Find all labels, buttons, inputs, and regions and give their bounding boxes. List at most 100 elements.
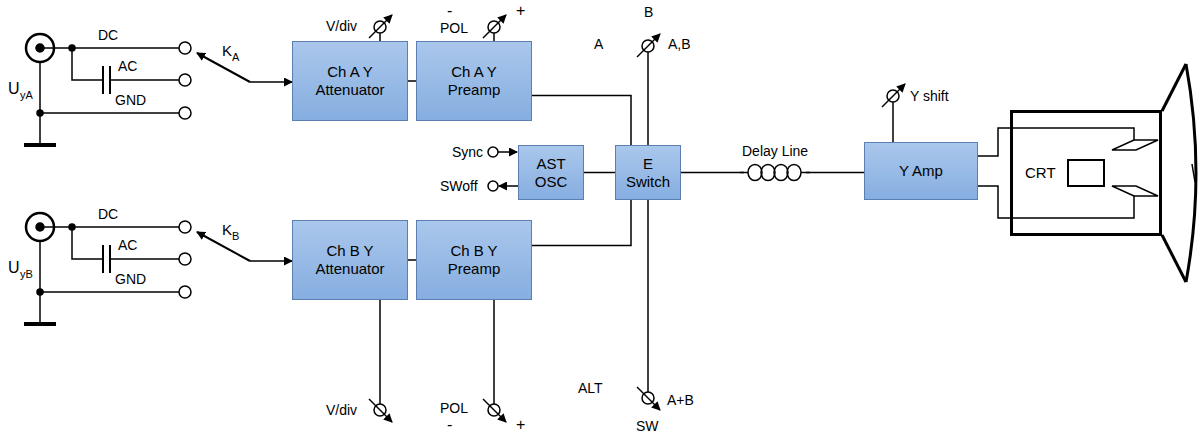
switch-contact bbox=[179, 107, 191, 119]
crt-funnel bbox=[1162, 64, 1186, 111]
signal-label: K bbox=[222, 221, 232, 238]
electron-gun bbox=[1068, 160, 1104, 186]
signal-label: GND bbox=[115, 92, 146, 108]
signal-label: AC bbox=[118, 58, 137, 74]
block-label: Ch A Y Preamp bbox=[424, 63, 524, 99]
knob-stem bbox=[647, 199, 649, 392]
signal-label: Delay Line bbox=[742, 143, 808, 159]
sync-arrow bbox=[498, 151, 517, 153]
signal-label: yA bbox=[20, 89, 33, 102]
signal-label: POL bbox=[440, 400, 468, 416]
signal-label: A,B bbox=[668, 36, 691, 52]
deflection-plate bbox=[1112, 140, 1158, 150]
ac-wire bbox=[110, 79, 179, 81]
capacitor-plate bbox=[102, 66, 104, 94]
signal-label: Sync bbox=[452, 144, 483, 160]
knob-stem bbox=[493, 300, 495, 404]
crt-funnel bbox=[1162, 235, 1186, 282]
block-box: AST OSC bbox=[518, 145, 584, 200]
knob-stem bbox=[892, 102, 894, 142]
signal-label: B bbox=[232, 230, 239, 243]
signal-label: Y shift bbox=[910, 88, 949, 104]
signal-label: V/div bbox=[326, 18, 357, 34]
coil-ground bbox=[744, 160, 806, 185]
signal-wire bbox=[978, 186, 1010, 218]
signal-label: DC bbox=[98, 27, 118, 43]
knob-stem bbox=[379, 300, 381, 404]
signal-wire bbox=[978, 128, 1010, 156]
signal-wire bbox=[532, 200, 631, 246]
signal-label: K bbox=[222, 42, 232, 59]
block-label: CRT bbox=[1025, 164, 1056, 182]
signal-wire bbox=[584, 172, 615, 174]
switch-contact bbox=[179, 42, 191, 54]
block-box: Ch A Y Attenuator bbox=[292, 41, 408, 121]
signal-label: yB bbox=[20, 268, 33, 281]
block-box: Ch A Y Preamp bbox=[416, 41, 532, 121]
terminal-circle bbox=[488, 181, 498, 191]
signal-label: + bbox=[516, 416, 525, 434]
block-label: Ch B Y Preamp bbox=[424, 242, 524, 278]
block-label: Y Amp bbox=[899, 162, 943, 180]
coil-lead bbox=[740, 172, 748, 174]
block-label: Ch B Y Attenuator bbox=[300, 242, 400, 278]
deflection-plate bbox=[1112, 186, 1158, 196]
plate-wire bbox=[1013, 196, 1134, 218]
block-box: Y Amp bbox=[864, 142, 978, 200]
signal-label: - bbox=[447, 2, 452, 20]
input-circuit bbox=[24, 213, 292, 324]
signal-label: SWoff bbox=[440, 178, 478, 194]
bnc-pin bbox=[36, 44, 44, 52]
coil-turn bbox=[774, 165, 788, 181]
signal-label: U bbox=[8, 80, 20, 98]
knob-stem bbox=[493, 33, 495, 41]
crt-drawing bbox=[1013, 64, 1196, 282]
signal-label: + bbox=[516, 2, 525, 20]
crt-screen bbox=[1186, 64, 1196, 282]
signal-wire bbox=[532, 95, 631, 145]
signal-label: B bbox=[644, 4, 653, 20]
dc-wire bbox=[44, 47, 179, 49]
plate-wire bbox=[1013, 128, 1134, 140]
coil-lead bbox=[801, 172, 810, 174]
signal-label: A bbox=[232, 51, 239, 64]
signal-label: GND bbox=[115, 271, 146, 287]
signal-label: AC bbox=[118, 237, 137, 253]
block-box: Ch B Y Attenuator bbox=[292, 220, 408, 300]
swoff-arrow bbox=[499, 185, 518, 187]
signal-label: A+B bbox=[667, 392, 694, 408]
ground-wire bbox=[39, 62, 41, 145]
signal-label: POL bbox=[440, 20, 468, 36]
coil-turn bbox=[787, 165, 801, 181]
coil-turn bbox=[748, 165, 762, 181]
signal-label: U bbox=[8, 259, 20, 277]
input-circuit bbox=[24, 34, 292, 145]
signal-wire bbox=[408, 259, 416, 261]
signal-label: SW bbox=[636, 418, 659, 434]
coil-turn bbox=[761, 165, 775, 181]
signal-wire bbox=[408, 80, 416, 82]
block-box: Ch B Y Preamp bbox=[416, 220, 532, 300]
signal-label: ALT bbox=[578, 380, 603, 396]
switch-contact bbox=[179, 74, 191, 86]
ac-wire bbox=[72, 48, 103, 80]
crt-box: CRT bbox=[1010, 110, 1162, 236]
sync-terminals bbox=[488, 147, 518, 191]
delay-line-coil bbox=[740, 160, 810, 185]
signal-label: DC bbox=[98, 206, 118, 222]
control-knobs bbox=[369, 15, 905, 422]
ground-symbol bbox=[24, 143, 56, 147]
block-box: E Switch bbox=[615, 145, 681, 200]
screen-trace bbox=[1192, 164, 1195, 182]
block-label: E Switch bbox=[623, 155, 673, 191]
signal-label: - bbox=[447, 416, 452, 434]
signal-label: A bbox=[594, 36, 603, 52]
block-label: AST OSC bbox=[531, 155, 571, 191]
gnd-wire bbox=[40, 112, 179, 114]
input-arrow bbox=[250, 81, 292, 83]
terminal-circle bbox=[488, 147, 498, 157]
knob-stem bbox=[647, 52, 649, 145]
